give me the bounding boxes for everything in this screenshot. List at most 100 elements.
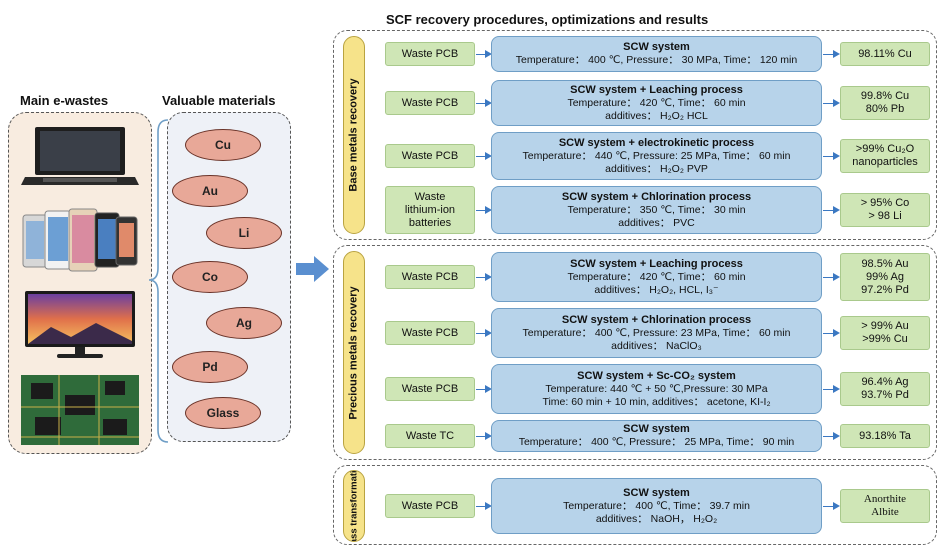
text-line: 99.8% Cu	[860, 90, 910, 102]
process-conditions: Temperature： 420 ℃, Time： 60 min	[567, 270, 746, 283]
result-box: 98.11% Cu	[840, 42, 930, 66]
text-line: > 98 Li	[868, 210, 902, 222]
input-box: Waste PCB	[385, 265, 475, 289]
grouping-bracket	[148, 119, 169, 443]
result-box: 93.18% Ta	[840, 424, 930, 448]
process-additives: additives： H₂O₂, HCL, I₃⁻	[594, 283, 719, 296]
arrow-icon	[823, 501, 840, 510]
process-title: SCW system	[623, 423, 690, 435]
process-title: SCW system + electrokinetic process	[558, 136, 755, 149]
text-line: 93.7% Pd	[861, 389, 909, 401]
arrow-icon	[476, 384, 492, 393]
material-ellipse: Ag	[206, 307, 282, 339]
material-ellipse: Au	[172, 175, 248, 207]
input-box: Waste PCB	[385, 91, 475, 115]
text-line: lithium-ion	[404, 203, 456, 216]
text-line: > 99% Au	[861, 320, 909, 332]
ewastes-panel	[8, 112, 152, 454]
text-line: Waste PCB	[401, 270, 459, 283]
arrow-icon	[476, 501, 492, 510]
process-title: SCW system + Leaching process	[570, 257, 743, 270]
input-box: Waste PCB	[385, 321, 475, 345]
arrow-icon	[476, 431, 492, 440]
materials-heading: Valuable materials	[162, 93, 276, 108]
material-ellipse: Pd	[172, 351, 248, 383]
process-conditions: Temperature： 350 ℃, Time： 30 min	[567, 203, 746, 216]
text-line: 80% Pb	[865, 103, 905, 115]
text-line: 96.4% Ag	[861, 376, 909, 388]
arrow-icon	[823, 431, 840, 440]
section-label-pill: Glass transformation	[343, 470, 365, 542]
process-conditions: Temperature： 400 ℃, Pressure： 25 MPa, Ti…	[518, 436, 795, 448]
text-line: Anorthite	[863, 493, 907, 505]
section-label-pill: Precious metals recovery	[343, 251, 365, 454]
process-title: SCW system + Chlorination process	[561, 313, 752, 326]
text-line: Waste PCB	[401, 47, 459, 60]
circuit-board-image	[21, 375, 139, 445]
process-title: SCW system + Sc-CO₂ system	[577, 369, 736, 382]
text-line: 98.5% Au	[861, 257, 909, 270]
arrow-icon	[476, 49, 492, 58]
process-additives: additives： PVC	[618, 216, 695, 229]
result-box: > 99% Au>99% Cu	[840, 316, 930, 350]
arrow-icon	[823, 98, 840, 107]
diagram-title: SCF recovery procedures, optimizations a…	[386, 12, 709, 27]
arrow-icon	[476, 151, 492, 160]
text-line: 93.18% Ta	[859, 429, 911, 442]
text-line: Waste PCB	[401, 499, 459, 512]
text-line: >99% Cu₂O	[855, 143, 915, 155]
arrow-icon	[476, 328, 492, 337]
process-title: SCW system	[623, 41, 690, 53]
flow-arrow-icon	[296, 256, 329, 282]
text-line: > 95% Co	[860, 197, 910, 209]
text-line: batteries	[408, 216, 452, 229]
text-line: Waste PCB	[401, 149, 459, 162]
text-line: 97.2% Pd	[861, 283, 909, 296]
material-ellipse: Co	[172, 261, 248, 293]
process-conditions: Temperature: 440 ℃ + 50 ℃,Pressure: 30 M…	[545, 382, 768, 395]
arrow-icon	[476, 98, 492, 107]
section-label-pill: Base metals recovery	[343, 36, 365, 234]
process-additives: additives： NaClO₃	[611, 339, 702, 352]
input-box: Waste PCB	[385, 377, 475, 401]
monitor-image	[21, 289, 139, 361]
arrow-icon	[823, 384, 840, 393]
arrow-icon	[823, 205, 840, 214]
material-ellipse: Li	[206, 217, 282, 249]
text-line: 99% Ag	[866, 270, 904, 283]
process-conditions: Temperature： 440 ℃, Pressure: 25 MPa, Ti…	[522, 149, 791, 162]
process-title: SCW system	[623, 486, 690, 499]
text-line: Waste TC	[405, 429, 455, 442]
process-additives: additives： NaOH， H₂O₂	[595, 512, 718, 525]
input-box: Waste PCB	[385, 42, 475, 66]
process-conditions: Temperature： 420 ℃, Time： 60 min	[567, 96, 746, 109]
laptop-image	[21, 125, 139, 189]
arrow-icon	[823, 328, 840, 337]
process-conditions: Temperature： 400 ℃, Time： 39.7 min	[563, 499, 750, 512]
text-line: nanoparticles	[852, 156, 918, 168]
ewastes-heading: Main e-wastes	[20, 93, 109, 108]
arrow-icon	[823, 49, 840, 58]
material-ellipse: Cu	[185, 129, 261, 161]
materials-panel: Cu Au Li Co Ag Pd Glass	[167, 112, 291, 442]
process-additives: additives： H₂O₂ PVP	[605, 162, 708, 175]
process-title: SCW system + Leaching process	[570, 83, 743, 96]
arrow-icon	[823, 151, 840, 160]
arrow-icon	[476, 205, 492, 214]
text-line: Waste PCB	[401, 326, 459, 339]
process-additives: additives： H₂O₂ HCL	[605, 109, 708, 122]
